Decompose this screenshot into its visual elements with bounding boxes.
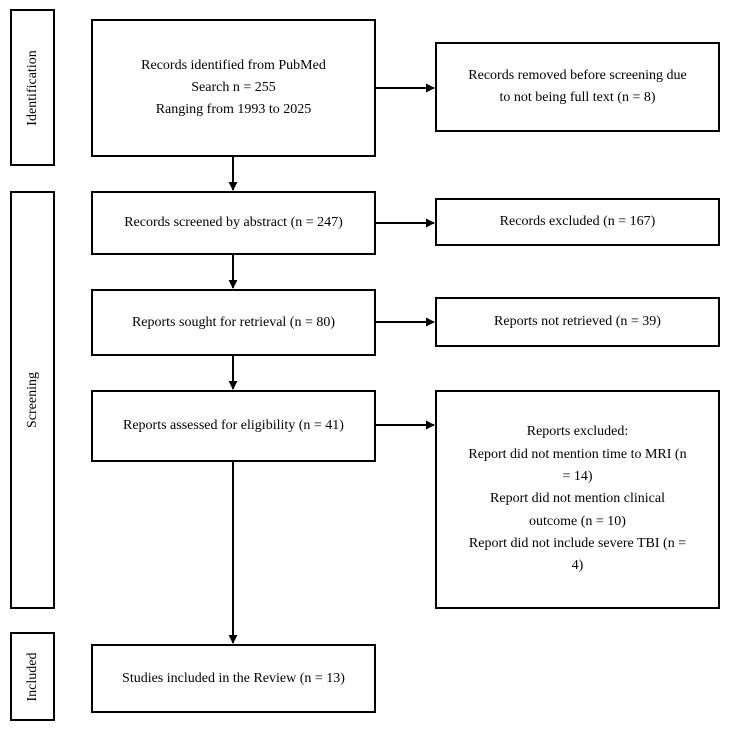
records-screened-box: Records screened by abstract (n = 247) [91,191,376,255]
studies-included-box: Studies included in the Review (n = 13) [91,644,376,713]
records-identified-line-3: Ranging from 1993 to 2025 [155,101,312,117]
records-removed-box: Records removed before screening due to … [435,42,720,132]
records-screened-text: Records screened by abstract (n = 247) [124,215,343,231]
records-excluded-text: Records excluded (n = 167) [499,214,656,230]
records-identified-line-1: Records identified from PubMed [141,58,326,74]
phase-identification-label: Identification [24,49,40,126]
phase-screening: Screening [10,191,55,609]
phase-included-label: Included [24,652,40,701]
reports-excluded-box: Reports excluded: Report did not mention… [435,390,720,609]
reports-sought-box: Reports sought for retrieval (n = 80) [91,289,376,356]
phase-included: Included [10,632,55,721]
records-excluded-box: Records excluded (n = 167) [435,198,720,246]
reports-assessed-text: Reports assessed for eligibility (n = 41… [123,418,344,434]
records-removed-line-1: Records removed before screening due [468,68,687,84]
reports-excluded-line-1: Report did not mention time to MRI (n [468,446,687,462]
reports-sought-text: Reports sought for retrieval (n = 80) [131,314,336,330]
reports-excluded-line-3: Report did not mention clinical [490,491,665,507]
reports-assessed-box: Reports assessed for eligibility (n = 41… [91,390,376,462]
phase-screening-label: Screening [24,372,40,428]
reports-excluded-line-4: outcome (n = 10) [529,513,626,529]
reports-not-retrieved-box: Reports not retrieved (n = 39) [435,297,720,347]
reports-excluded-line-5: Report did not include severe TBI (n = [468,536,687,552]
reports-excluded-heading: Reports excluded: [526,424,629,440]
records-identified-line-2: Search n = 255 [191,80,276,96]
reports-excluded-line-6: 4) [571,558,584,574]
studies-included-text: Studies included in the Review (n = 13) [122,670,345,686]
reports-not-retrieved-text: Reports not retrieved (n = 39) [494,314,661,330]
reports-excluded-line-2: = 14) [562,468,593,484]
phase-identification: Identification [10,9,55,166]
records-removed-line-2: to not being full text (n = 8) [499,90,656,105]
records-identified-box: Records identified from PubMed Search n … [91,19,376,157]
